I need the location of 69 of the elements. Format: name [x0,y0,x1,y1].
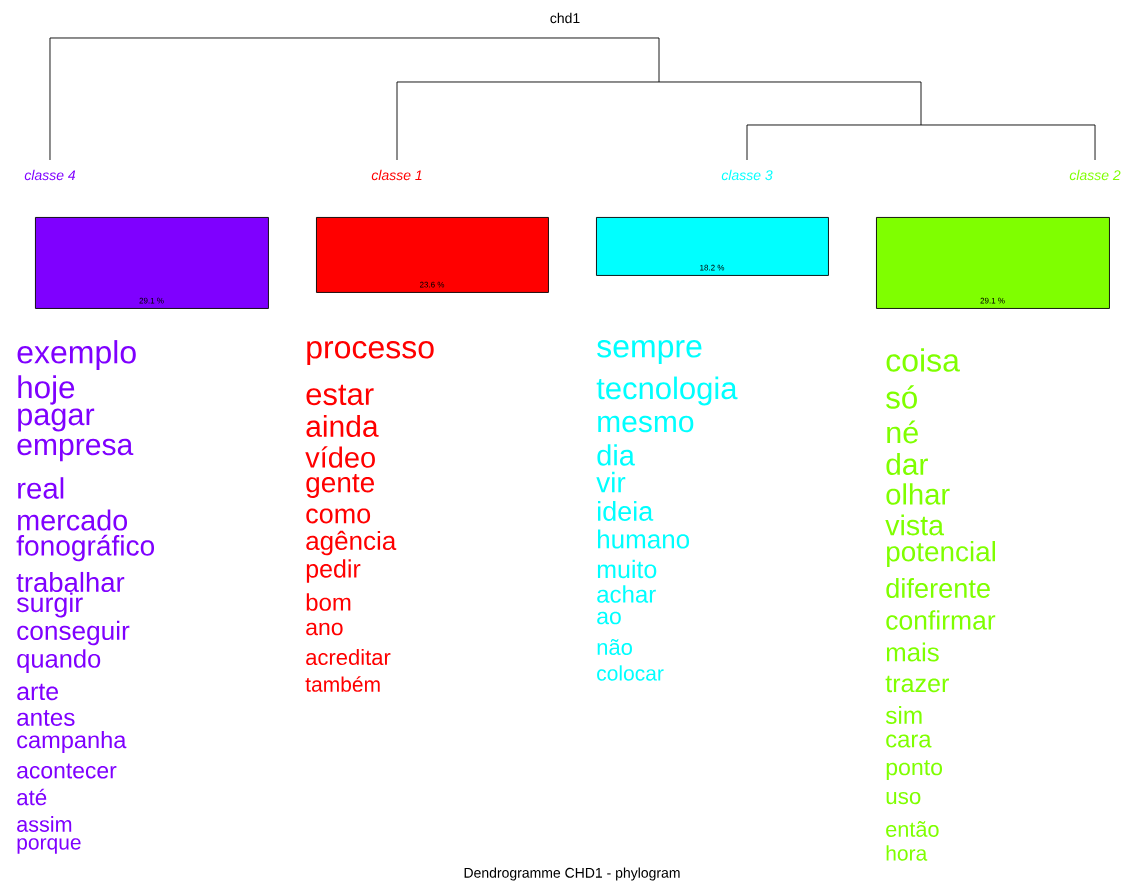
class-word: hora [886,845,928,861]
class-word: bom [306,593,351,611]
class-word: como [306,508,371,524]
class-label: classe 3 [721,169,773,181]
caption: Dendrogramme CHD1 - phylogram [464,867,680,881]
class-word: sempre [597,340,702,364]
class-word: assim [17,816,72,832]
class-word: dar [886,453,928,475]
class-word: ainda [306,415,379,438]
class-word: campanha [17,731,127,753]
class-word: cara [886,734,932,748]
class-word: então [886,821,939,837]
class-label: classe 4 [24,169,76,181]
class-word: né [887,420,918,444]
class-word: quando [17,649,101,673]
class-word: potencial [887,541,995,567]
class-word: arte [17,683,58,701]
class-word: mesmo [598,415,694,433]
class-word: mais [886,642,939,662]
class-label: classe 1 [371,169,422,181]
class-word: ponto [886,760,943,780]
class-word: não [597,639,632,655]
class-word: antes [17,710,75,726]
class-word: vista [885,514,944,536]
class-word: até [17,788,47,806]
class-label: classe 2 [1069,169,1121,181]
class-box: 29.1 % [35,217,269,309]
class-word: pagar [18,408,95,432]
class-word: porque [17,838,81,854]
class-box: 29.1 % [876,217,1110,309]
class-word: fonográfico [16,534,155,562]
class-word: acontecer [17,763,117,779]
class-word: hoje [18,375,75,405]
class-word: vídeo [305,446,375,468]
class-word: humano [598,529,690,549]
class-word: também [305,676,380,692]
class-word: surgir [16,592,83,618]
class-word: diferente [886,578,990,598]
class-word: vir [596,471,626,493]
class-word: muito [597,559,657,579]
class-word: estar [306,384,374,406]
class-word: agência [306,530,397,556]
class-word: processo [307,341,434,365]
class-word: trazer [885,675,949,693]
class-word: empresa [17,438,134,462]
class-word: só [886,385,917,409]
class-word: colocar [597,665,664,681]
class-word: real [18,477,64,499]
class-word: ao [597,611,621,625]
class-word: mercado [18,509,128,531]
class-box: 23.6 % [316,217,549,293]
class-word: coisa [886,348,960,372]
class-word: ideia [598,501,654,521]
class-word: confirmar [886,610,996,630]
class-word: pedir [306,559,361,583]
title: chd1 [550,12,580,24]
class-word: uso [886,791,921,805]
class-word: olhar [886,483,950,505]
class-word: achar [597,585,656,603]
class-word: trabalhar [16,571,125,593]
class-word: exemplo [17,340,136,370]
class-word: sim [885,706,922,724]
class-word: tecnologia [596,376,738,406]
class-word: acreditar [306,648,391,666]
class-word: ano [306,622,343,636]
class-word: gente [306,474,374,498]
class-word: dia [597,444,635,466]
class-box: 18.2 % [596,217,829,276]
class-word: conseguir [17,620,130,646]
